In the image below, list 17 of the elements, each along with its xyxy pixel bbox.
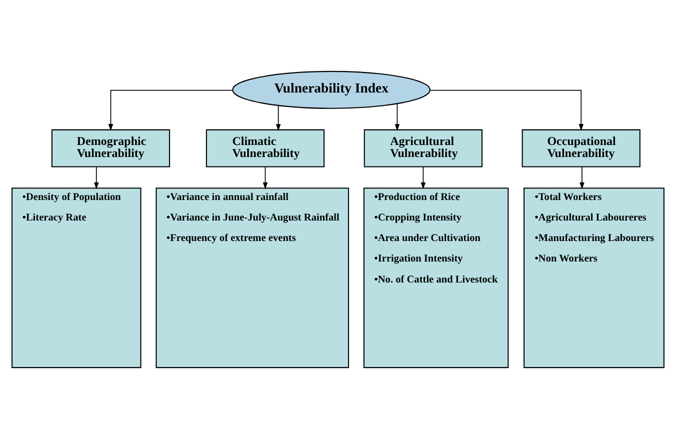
node-ellipse: Vulnerability Index	[232, 70, 431, 108]
arrow	[580, 166, 584, 189]
arrow	[394, 102, 400, 130]
node-box: Occupational Vulnerability	[522, 128, 640, 167]
arrow	[108, 89, 234, 130]
arrow	[262, 166, 268, 189]
arrow	[430, 89, 584, 130]
node-box: •Total Workers •Agricultural Laboureres •Manufacturing Labourers •Non Workers	[524, 187, 664, 368]
arrow	[276, 104, 281, 130]
node-box: •Density of Population •Literacy Rate	[12, 187, 142, 368]
arrow	[420, 166, 426, 189]
node-box: Agricultural Vulnerability	[364, 128, 482, 167]
node-box: Climatic Vulnerability	[206, 128, 325, 167]
node-box: •Production of Rice •Cropping Intensity •Area under Cultivation •Irrigation Intensity •No. of Cattle and Livestock	[363, 187, 509, 368]
node-box: •Variance in annual rainfall •Variance in June-July-August Rainfall •Frequency of extreme events	[156, 187, 350, 368]
node-box: Demographic Vulnerability	[51, 128, 170, 167]
arrow	[94, 166, 99, 189]
